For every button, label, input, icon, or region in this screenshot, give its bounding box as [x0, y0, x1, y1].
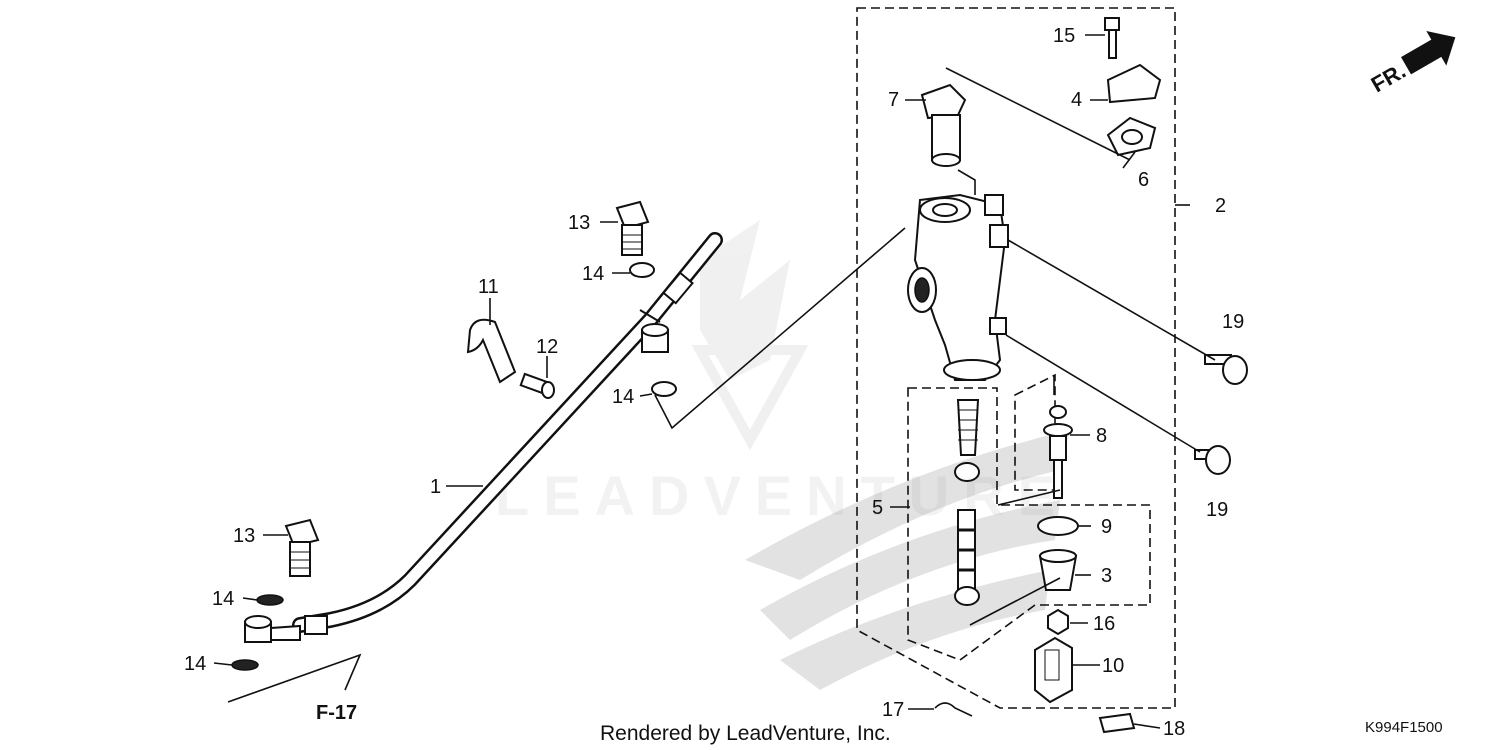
callout-14-b: 14 [612, 386, 634, 408]
callout-14-a: 14 [582, 263, 604, 285]
banjo-fitting-upper [641, 323, 669, 353]
callout-16: 16 [1093, 613, 1115, 635]
master-cylinder-body [907, 193, 1009, 381]
sub-assembly-5-boundary [907, 387, 1151, 661]
callout-2: 2 [1215, 195, 1226, 217]
front-direction-arrow: FR. [1367, 30, 1456, 97]
push-rod [1043, 405, 1073, 499]
callout-3: 3 [1101, 565, 1112, 587]
circlip [1037, 516, 1079, 536]
leader-lines [213, 34, 1216, 729]
banjo-bolt-upper [615, 200, 650, 256]
sealing-washer-3 [256, 594, 284, 606]
callout-5: 5 [872, 497, 883, 519]
reservoir-joint [920, 83, 967, 167]
callout-4: 4 [1071, 89, 1082, 111]
page-reference-link[interactable]: F-17 [316, 702, 357, 724]
callout-10: 10 [1102, 655, 1124, 677]
callout-17: 17 [882, 699, 904, 721]
hose-clamp [466, 318, 517, 384]
callout-13-upper: 13 [568, 212, 590, 234]
cap-screw [1104, 17, 1120, 59]
credit-text: Rendered by LeadVenture, Inc. [600, 722, 891, 745]
mounting-bolt-lower [1194, 445, 1231, 475]
callout-9: 9 [1101, 516, 1112, 538]
diagram-code: K994F1500 [1365, 719, 1443, 736]
clamp-bolt [519, 372, 555, 399]
callout-12: 12 [536, 336, 558, 358]
callout-11: 11 [478, 276, 499, 298]
brake-hose [292, 232, 723, 635]
callout-19-upper: 19 [1222, 311, 1244, 333]
banjo-bolt-lower [284, 518, 320, 577]
mounting-bolt-upper [1204, 354, 1248, 385]
callout-1: 1 [430, 476, 441, 498]
reservoir-cap [1106, 63, 1162, 104]
joint-nut [1047, 608, 1069, 636]
push-rod-joint [1034, 636, 1073, 704]
callout-18: 18 [1163, 718, 1185, 740]
callout-14-d: 14 [184, 653, 206, 675]
retaining-clip [1098, 712, 1136, 734]
front-marker: FR. [1367, 58, 1410, 97]
rubber-boot [1038, 549, 1078, 591]
piston-set [954, 399, 980, 606]
assembly-boundary [856, 7, 1176, 709]
cotter-pin [934, 702, 973, 717]
callout-7: 7 [888, 89, 899, 111]
callout-14-c: 14 [212, 588, 234, 610]
callout-13-lower: 13 [233, 525, 255, 547]
sealing-washer-2 [651, 381, 677, 397]
sealing-washer-1 [629, 262, 655, 278]
callout-6: 6 [1138, 169, 1149, 191]
sealing-washer-4 [231, 659, 259, 671]
cap-gasket [1106, 116, 1157, 157]
banjo-fitting-lower [244, 615, 301, 643]
callout-8: 8 [1096, 425, 1107, 447]
callout-19-lower: 19 [1206, 499, 1228, 521]
callout-15: 15 [1053, 25, 1075, 47]
